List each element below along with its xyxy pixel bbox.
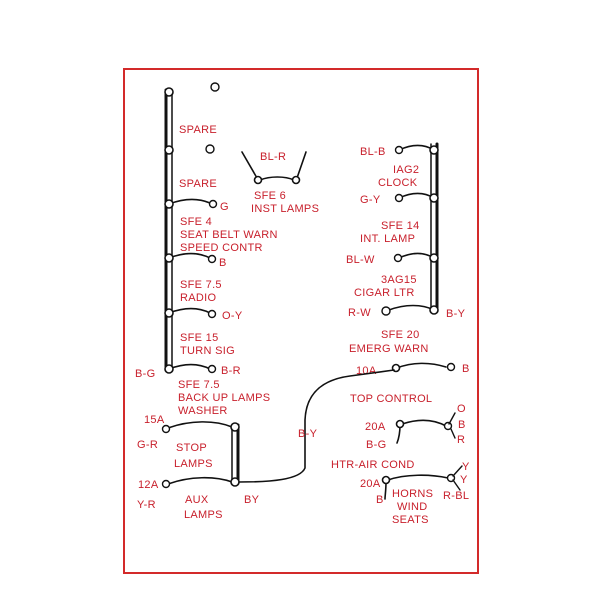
stop-lamps-label: LAMPS — [174, 458, 213, 470]
wire-color-y-r: Y-R — [137, 499, 156, 511]
backup-lamps-label: BACK UP LAMPS — [178, 392, 270, 404]
turn-sig-label: TURN SIG — [180, 345, 235, 357]
wire-color-g-r: G-R — [137, 439, 158, 451]
wire-color-b-y-right: B-Y — [446, 308, 466, 320]
breaker-12a: 12A — [138, 479, 159, 491]
wire-color-by-main: BY — [244, 494, 260, 506]
wire-color-b-top: B — [462, 363, 470, 375]
wire-color-oy: O-Y — [222, 310, 243, 322]
stop-aux-breakers — [161, 369, 395, 489]
wire-color-bl-r: BL-R — [260, 151, 286, 163]
top-control-breaker — [391, 362, 456, 373]
fuse-sfe6: SFE 6 — [254, 190, 286, 202]
seat-belt-warn-label: SEAT BELT WARN — [180, 229, 278, 241]
radio-label: RADIO — [180, 292, 216, 304]
stop-label: STOP — [176, 442, 207, 454]
aux-lamps-label: LAMPS — [184, 509, 223, 521]
wire-color-r-bl: R-BL — [443, 490, 469, 502]
left-terminals — [164, 82, 220, 374]
wire-color-g-y: G-Y — [360, 194, 381, 206]
inst-lamps-fuse — [241, 151, 307, 185]
horns-label: HORNS — [392, 488, 433, 500]
wire-color-b: B — [219, 257, 227, 269]
breaker-15a: 15A — [144, 414, 165, 426]
wire-color-bl-w: BL-W — [346, 254, 375, 266]
wind-label: WIND — [397, 501, 428, 513]
aux-label: AUX — [185, 494, 209, 506]
wire-color-b-htr: B — [458, 419, 466, 431]
wire-color-g: G — [220, 201, 229, 213]
wire-color-b-y-mid: B-Y — [298, 428, 318, 440]
clock-label: CLOCK — [378, 177, 418, 189]
left-bus-bar — [164, 88, 173, 372]
wire-color-y-1: Y — [462, 461, 470, 473]
spare-label-1: SPARE — [179, 124, 217, 136]
int-lamp-label: INT. LAMP — [360, 233, 415, 245]
wire-color-bg: B-G — [135, 368, 155, 380]
fuse-sfe14: SFE 14 — [381, 220, 420, 232]
wire-color-o: O — [457, 403, 466, 415]
wire-color-br: B-R — [221, 365, 241, 377]
breaker-20a-htr: 20A — [365, 421, 386, 433]
wire-color-r: R — [457, 434, 465, 446]
cigar-ltr-label: CIGAR LTR — [354, 287, 415, 299]
speed-contr-label: SPEED CONTR — [180, 242, 263, 254]
wire-color-r-w: R-W — [348, 307, 371, 319]
panel-border — [123, 68, 479, 574]
htr-air-cond-breaker — [395, 412, 456, 444]
fuse-sfe20: SFE 20 — [381, 329, 420, 341]
wire-color-b-horns: B — [376, 494, 384, 506]
seats-label: SEATS — [392, 514, 429, 526]
washer-label: WASHER — [178, 405, 228, 417]
spare-label-2: SPARE — [179, 178, 217, 190]
fuse-sfe75-backup: SFE 7.5 — [178, 379, 220, 391]
fuse-sfe4: SFE 4 — [180, 216, 212, 228]
horns-breaker — [381, 465, 463, 500]
wire-color-bl-b: BL-B — [360, 146, 386, 158]
wire-color-b-g-htr: B-G — [366, 439, 386, 451]
htr-air-cond-label: HTR-AIR COND — [331, 459, 415, 471]
right-terminals — [381, 145, 439, 316]
fuse-iag2: IAG2 — [393, 164, 419, 176]
wire-color-y-2: Y — [460, 474, 468, 486]
fuse-3ag15: 3AG15 — [381, 274, 417, 286]
right-bus-bar — [430, 142, 439, 313]
top-control-label: TOP CONTROL — [350, 393, 432, 405]
inst-lamps-label: INST LAMPS — [251, 203, 319, 215]
fuse-sfe15: SFE 15 — [180, 332, 219, 344]
fuse-sfe75-radio: SFE 7.5 — [180, 279, 222, 291]
breaker-20a-horns: 20A — [360, 478, 381, 490]
emerg-warn-label: EMERG WARN — [349, 343, 429, 355]
